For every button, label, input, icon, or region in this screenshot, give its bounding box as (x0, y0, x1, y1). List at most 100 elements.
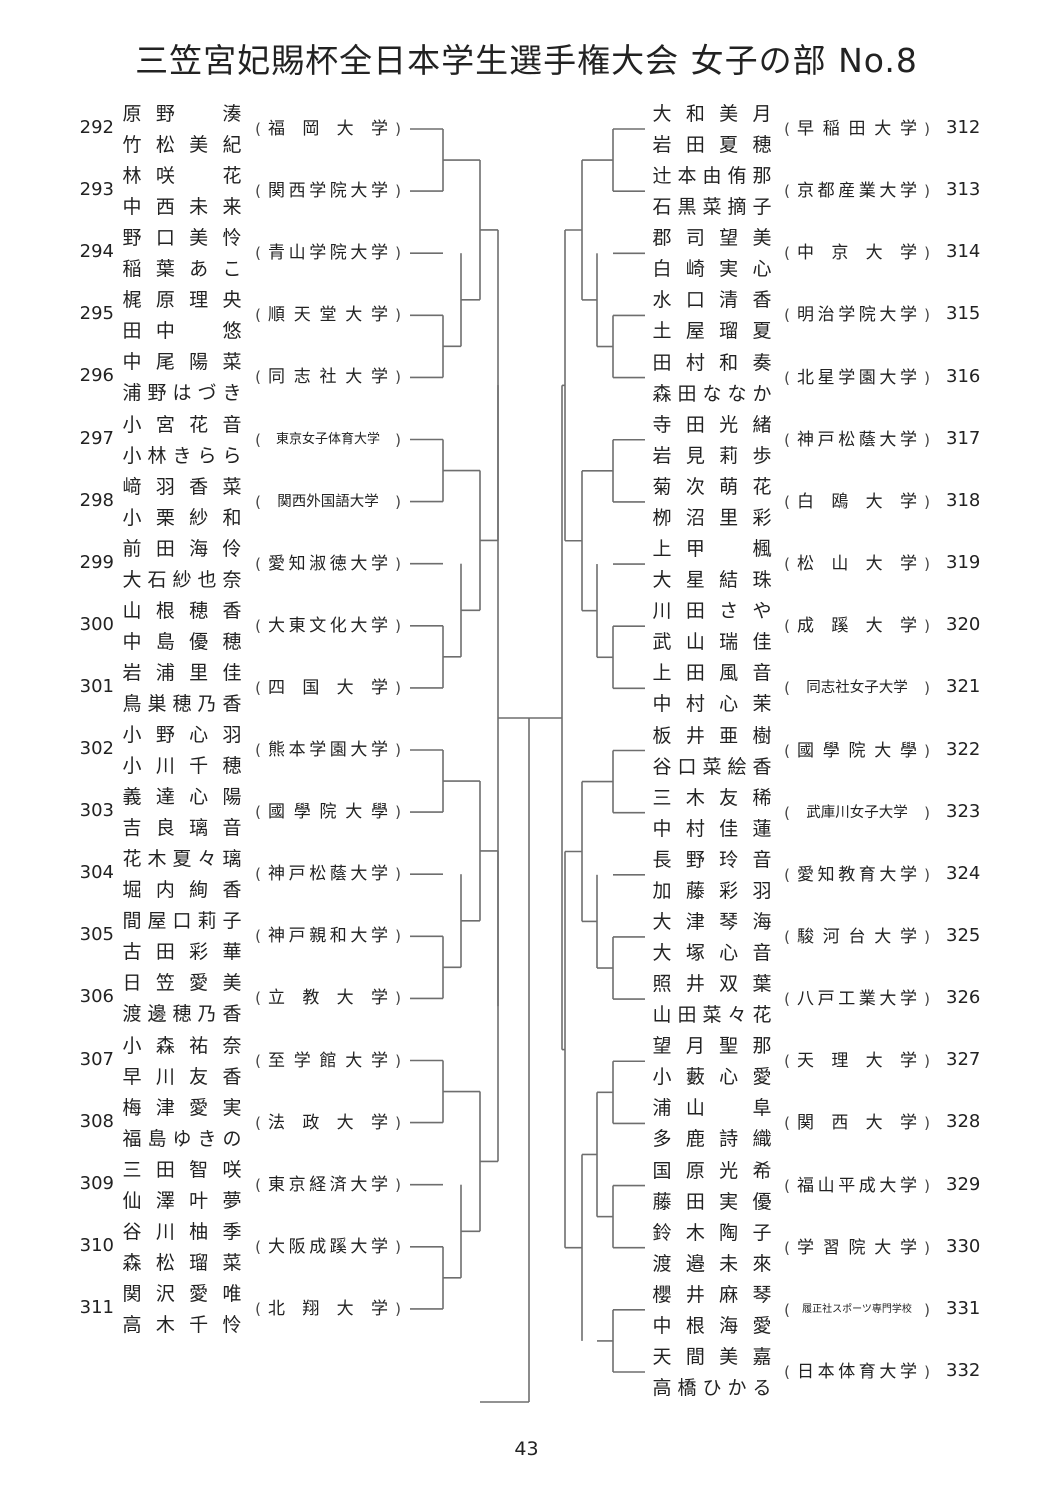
seed-number: 326 (946, 987, 981, 1009)
seed-number: 328 (946, 1111, 981, 1133)
seed-number: 330 (946, 1235, 981, 1257)
school-label: 北翔大学 (268, 1298, 388, 1319)
school-name: (同志社大学) (255, 367, 401, 388)
player-name-1: 照井双葉 (652, 973, 772, 996)
school-label: 松山大学 (797, 554, 917, 575)
player-name-1: 板井亜樹 (652, 724, 772, 747)
school-label: 中京大学 (797, 243, 917, 264)
school-name: (学習院大学) (784, 1237, 930, 1258)
school-name: (愛知淑徳大学) (255, 553, 401, 574)
school-label: 八戸工業大学 (797, 989, 917, 1010)
school-name: (神戸親和大学) (255, 926, 401, 947)
school-name: (関西外国語大学) (252, 490, 404, 514)
school-name: (至学館大学) (255, 1050, 401, 1071)
player-name-1: 梅津愛実 (122, 1096, 242, 1119)
seed-number: 316 (946, 365, 981, 387)
seed-number: 324 (946, 862, 981, 884)
school-name: (法政大学) (255, 1112, 401, 1133)
school-label: 学習院大学 (797, 1237, 917, 1258)
seed-number: 292 (79, 117, 114, 138)
player-name-1: 菊次萌花 (652, 475, 772, 498)
player-name-2: 中西未来 (122, 196, 242, 219)
seed-number: 313 (946, 179, 981, 201)
school-name: (成蹊大学) (784, 616, 930, 637)
school-name: (松山大学) (784, 554, 930, 575)
player-name-2: 岩田夏穂 (652, 134, 772, 156)
player-name-2: 堀内絢香 (122, 879, 242, 902)
seed-number: 296 (79, 365, 114, 387)
player-name-1: 川田さや (652, 600, 772, 623)
player-name-1: 鈴木陶子 (652, 1221, 772, 1244)
player-name-2: 渡邉未來 (652, 1252, 772, 1275)
player-name-1: 水口清香 (652, 289, 772, 312)
school-name: (大東文化大学) (255, 615, 401, 636)
player-name-2: 福島ゆきの (122, 1127, 242, 1150)
player-name-1: 上田風音 (652, 662, 772, 685)
player-name-1: 小野心羽 (122, 724, 242, 746)
seed-number: 320 (946, 614, 981, 636)
seed-number: 329 (946, 1173, 981, 1195)
school-name: (中京大学) (784, 243, 930, 264)
school-label: 同志社女子大学 (806, 680, 908, 697)
player-name-2: 鳥巣穂乃香 (122, 692, 242, 715)
school-label: 神戸松蔭大学 (797, 429, 917, 450)
school-label: 履正社スポーツ専門学校 (802, 1303, 912, 1315)
seed-number: 311 (79, 1296, 114, 1318)
player-name-2: 大塚心音 (652, 941, 772, 964)
school-label: 東京経済大学 (268, 1174, 388, 1195)
school-label: 天理大学 (797, 1051, 917, 1072)
seed-number: 314 (946, 241, 981, 263)
school-label: 大阪成蹊大学 (268, 1236, 388, 1257)
player-name-1: 山根穂香 (122, 599, 242, 622)
player-name-2: 加藤彩羽 (652, 879, 772, 902)
school-label: 関西大学 (797, 1113, 917, 1134)
player-name-2: 小藪心愛 (652, 1066, 772, 1089)
seed-number: 299 (79, 551, 114, 573)
player-name-1: 望月聖那 (652, 1035, 772, 1058)
player-name-2: 中村佳蓮 (652, 817, 772, 840)
player-name-2: 仙澤叶夢 (122, 1189, 242, 1212)
player-name-2: 古田彩華 (122, 941, 242, 964)
seed-number: 294 (79, 241, 114, 263)
school-label: 駿河台大学 (797, 926, 917, 947)
school-label: 法政大学 (268, 1112, 388, 1133)
school-name: (八戸工業大学) (784, 989, 930, 1010)
seed-number: 312 (946, 117, 981, 138)
seed-number: 306 (79, 986, 114, 1008)
player-name-2: 中島優穂 (122, 630, 242, 653)
player-name-1: 小宮花音 (122, 413, 242, 436)
player-name-1: 谷川柚季 (122, 1220, 242, 1243)
school-name: (立教大学) (255, 988, 401, 1009)
player-name-1: 間屋口莉子 (122, 910, 242, 933)
player-name-2: 大石紗也奈 (122, 568, 242, 591)
school-label: 至学館大学 (268, 1050, 388, 1071)
school-label: 東京女子体育大学 (275, 431, 380, 447)
school-name: (國學院大學) (255, 802, 401, 823)
player-name-2: 小川千穂 (122, 755, 242, 777)
seed-number: 308 (79, 1110, 114, 1132)
player-name-1: 国原光希 (652, 1159, 772, 1182)
school-name: (京都産業大学) (784, 181, 930, 202)
seed-number: 305 (79, 924, 114, 946)
school-label: 明治学院大学 (797, 305, 917, 326)
school-name: (四国大学) (255, 677, 401, 698)
seed-number: 332 (946, 1360, 981, 1381)
player-name-2: 小林きらら (122, 444, 242, 467)
school-label: 関西学院大学 (268, 181, 388, 202)
player-name-1: 野口美怜 (122, 227, 242, 250)
school-label: 北星学園大学 (797, 367, 917, 388)
player-name-1: 岩浦里佳 (122, 661, 242, 684)
player-name-1: 長野玲音 (652, 848, 772, 871)
player-name-1: 辻本由侑那 (652, 165, 772, 188)
school-label: 四国大学 (268, 677, 388, 698)
player-name-2: 竹松美紀 (122, 134, 242, 156)
school-label: 愛知教育大学 (797, 864, 917, 885)
page-title: 三笠宮妃賜杯全日本学生選手権大会 女子の部 No.8 (135, 41, 918, 80)
school-label: 武庫川女子大学 (806, 804, 908, 821)
school-name: (熊本学園大学) (255, 740, 401, 760)
player-name-1: 三木友稀 (652, 786, 772, 809)
seed-number: 318 (946, 489, 981, 511)
player-name-1: 小森祐奈 (122, 1034, 242, 1057)
player-name-1: 前田海伶 (122, 537, 242, 560)
